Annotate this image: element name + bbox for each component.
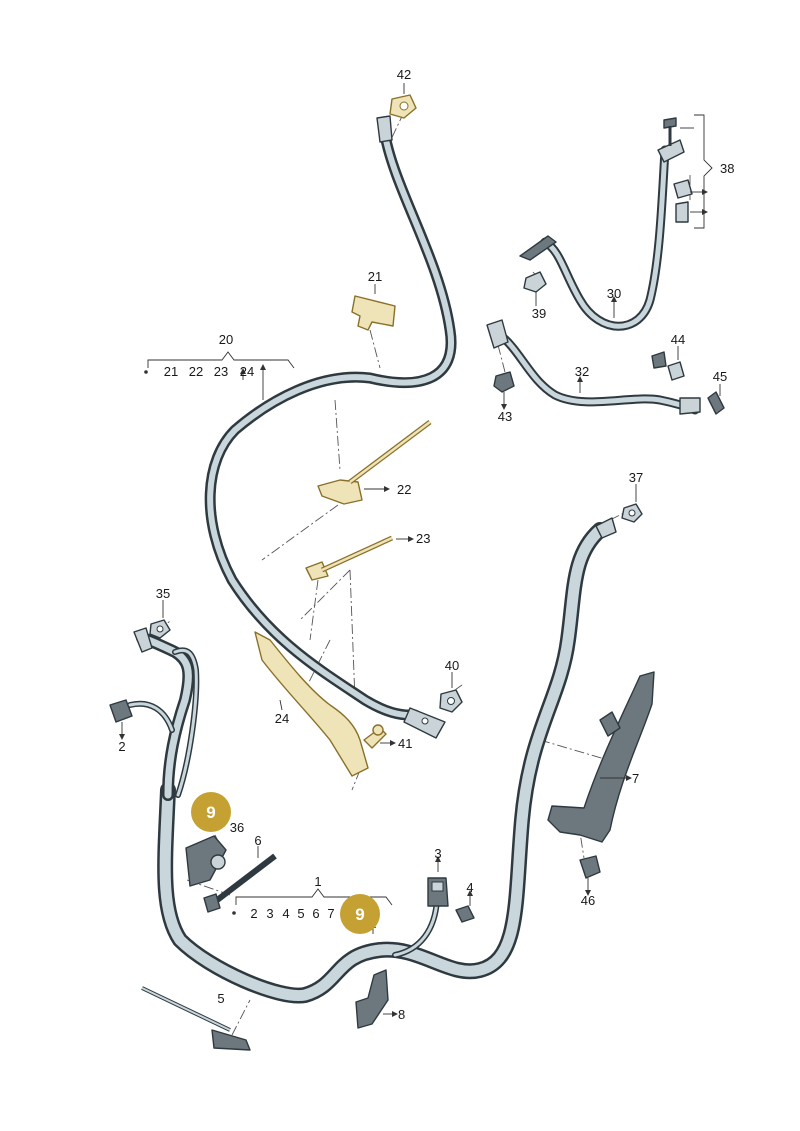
group1-item-6: 6 (312, 906, 319, 921)
label-2: 2 (118, 739, 125, 754)
part-7-bracket (547, 671, 655, 843)
label-41: 41 (398, 736, 412, 751)
label-21: 21 (368, 269, 382, 284)
label-24: 24 (275, 711, 289, 726)
cable-1 (109, 517, 617, 1004)
part-3-sensor (427, 877, 449, 907)
part-45-bolt (707, 391, 725, 415)
label-23: 23 (416, 531, 430, 546)
group1-item-2: 2 (250, 906, 257, 921)
part-23-tie (305, 535, 394, 581)
label-4: 4 (466, 880, 473, 895)
part-46-nut (579, 855, 601, 879)
label-37: 37 (629, 470, 643, 485)
leader-lines (119, 83, 721, 1017)
label-22: 22 (397, 482, 411, 497)
label-39: 39 (532, 306, 546, 321)
label-3: 3 (434, 846, 441, 861)
part-41-screw (363, 724, 387, 749)
group1-item-3: 3 (266, 906, 273, 921)
brace-group-1 (235, 888, 393, 906)
label-32: 32 (575, 364, 589, 379)
badge-9-upper: 9 (191, 792, 231, 832)
part-8-bracket (355, 969, 389, 1029)
part-5-tie (141, 986, 251, 1051)
svg-text:9: 9 (355, 905, 364, 924)
label-40: 40 (445, 658, 459, 673)
part-6-tie (203, 853, 277, 913)
part-37-nut (621, 503, 643, 523)
part-24-channel (254, 631, 369, 777)
label-38: 38 (720, 161, 734, 176)
part-36-bracket (185, 835, 227, 887)
label-42: 42 (397, 67, 411, 82)
part-42-nut (389, 94, 417, 119)
label-44: 44 (671, 332, 685, 347)
group20-item-21: 21 (164, 364, 178, 379)
part-labels: 42 21 20 21 22 23 24 22 23 24 41 40 35 2… (118, 67, 734, 1022)
label-6: 6 (254, 833, 261, 848)
svg-text:9: 9 (206, 803, 215, 822)
part-38-set (663, 117, 693, 223)
group20-item-24: 24 (240, 364, 254, 379)
cable-32 (486, 319, 701, 415)
part-35-nut (149, 619, 171, 639)
label-20: 20 (219, 332, 233, 347)
group1-item-5: 5 (297, 906, 304, 921)
brace-group-38 (694, 114, 713, 229)
part-40-nut (439, 689, 463, 713)
part-4-clip (455, 905, 475, 923)
label-46: 46 (581, 893, 595, 908)
part-43-nut (493, 371, 515, 393)
group20-item-22: 22 (189, 364, 203, 379)
group1-item-4: 4 (282, 906, 289, 921)
label-7: 7 (632, 771, 639, 786)
part-22-tie (317, 420, 432, 505)
part-39-nut (523, 271, 547, 293)
brace-group-20 (147, 351, 295, 369)
group20-item-23: 23 (214, 364, 228, 379)
label-1: 1 (314, 874, 321, 889)
cable-20 (204, 115, 457, 739)
part-44-nut (651, 351, 685, 381)
label-35: 35 (156, 586, 170, 601)
label-43: 43 (498, 409, 512, 424)
part-21-holder (351, 295, 396, 331)
group1-item-7: 7 (327, 906, 334, 921)
label-36: 36 (230, 820, 244, 835)
badge-9-lower: 9 (340, 894, 380, 934)
label-5: 5 (217, 991, 224, 1006)
label-30: 30 (607, 286, 621, 301)
label-8: 8 (398, 1007, 405, 1022)
cable-30 (519, 139, 685, 331)
label-45: 45 (713, 369, 727, 384)
